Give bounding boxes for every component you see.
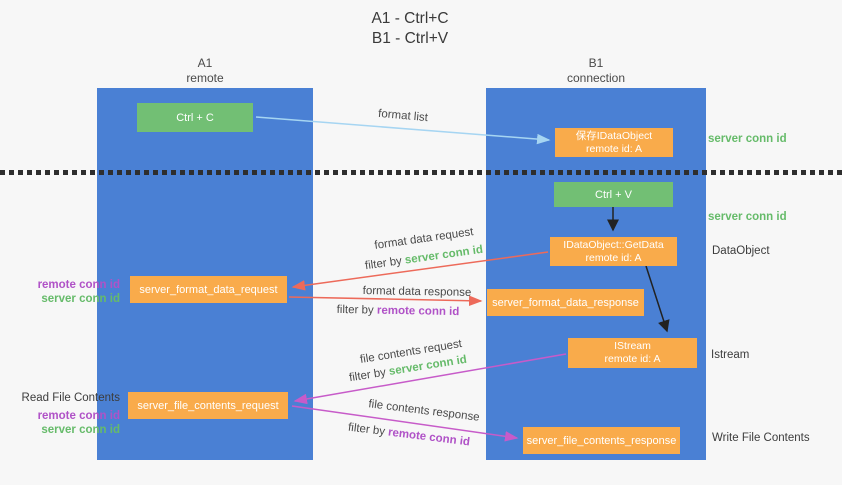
ctrl-c-label: Ctrl + C bbox=[176, 111, 214, 124]
filter-by-text: filter by bbox=[348, 366, 390, 385]
annotation-istream: Istream bbox=[711, 349, 750, 361]
edge-label-filter-by-remote-conn-id-2: filter by remote conn id bbox=[347, 422, 470, 449]
column-a1-subtitle: remote bbox=[186, 71, 224, 85]
server-format-data-response-box: server_format_data_response bbox=[487, 289, 644, 316]
ctrl-v-label: Ctrl + V bbox=[595, 188, 632, 201]
annotation-server-conn-id-1: server conn id bbox=[41, 293, 120, 305]
remote-conn-id-text: remote conn id bbox=[376, 304, 460, 319]
column-b1-title: B1 bbox=[588, 56, 604, 70]
getdata-box: IDataObject::GetData remote id: A bbox=[550, 237, 677, 266]
save-dataobject-line1: 保存IDataObject bbox=[575, 129, 653, 142]
server-conn-id-text: server conn id bbox=[404, 243, 484, 267]
annotation-remote-conn-id-2: remote conn id bbox=[37, 410, 120, 422]
save-dataobject-line2: remote id: A bbox=[585, 142, 643, 155]
server-format-data-response-label: server_format_data_response bbox=[492, 296, 639, 309]
server-format-data-request-label: server_format_data_request bbox=[139, 283, 278, 296]
annotation-read-file-contents: Read File Contents bbox=[21, 392, 120, 404]
annotation-server-conn-id-mid: server conn id bbox=[708, 211, 787, 223]
machine-boundary-dotted-line bbox=[0, 170, 842, 175]
edge-label-format-data-response: format data response bbox=[363, 285, 472, 299]
edge-label-format-list: format list bbox=[378, 108, 429, 124]
server-format-data-request-box: server_format_data_request bbox=[130, 276, 287, 303]
annotation-dataobject: DataObject bbox=[712, 245, 770, 257]
annotation-write-file-contents: Write File Contents bbox=[712, 432, 810, 444]
filter-by-text: filter by bbox=[347, 421, 389, 439]
title-line-2: B1 - Ctrl+V bbox=[371, 30, 449, 47]
edge-label-file-contents-response: file contents response bbox=[368, 398, 481, 424]
save-dataobject-box: 保存IDataObject remote id: A bbox=[555, 128, 673, 157]
filter-by-text: filter by bbox=[336, 303, 378, 317]
filter-by-text: filter by bbox=[364, 254, 406, 273]
getdata-line2: remote id: A bbox=[585, 251, 642, 264]
annotation-server-conn-id-top: server conn id bbox=[708, 133, 787, 145]
getdata-line1: IDataObject::GetData bbox=[563, 238, 664, 251]
ctrl-c-box: Ctrl + C bbox=[137, 103, 253, 132]
server-file-contents-response-box: server_file_contents_response bbox=[523, 427, 680, 454]
edge-label-filter-by-remote-conn-id-1: filter by remote conn id bbox=[337, 304, 460, 318]
title-line-1: A1 - Ctrl+C bbox=[371, 10, 449, 27]
annotation-remote-conn-id-1: remote conn id bbox=[37, 279, 120, 291]
ctrl-v-box: Ctrl + V bbox=[554, 182, 673, 207]
server-file-contents-request-label: server_file_contents_request bbox=[137, 399, 279, 412]
format-list-text: format list bbox=[377, 107, 429, 125]
format-data-response-text: format data response bbox=[362, 285, 472, 299]
column-b1-subtitle: connection bbox=[566, 71, 626, 85]
column-header-b1: B1 connection bbox=[486, 56, 706, 86]
server-file-contents-request-box: server_file_contents_request bbox=[128, 392, 288, 419]
remote-conn-id-text: remote conn id bbox=[387, 426, 471, 449]
istream-box: IStream remote id: A bbox=[568, 338, 697, 368]
file-contents-response-text: file contents response bbox=[367, 398, 481, 424]
diagram-title: A1 - Ctrl+C B1 - Ctrl+V bbox=[0, 9, 820, 49]
annotation-server-conn-id-2: server conn id bbox=[41, 424, 120, 436]
istream-line2: remote id: A bbox=[604, 353, 661, 365]
server-file-contents-response-label: server_file_contents_response bbox=[526, 434, 677, 447]
istream-line1: IStream bbox=[614, 340, 651, 352]
column-a1-title: A1 bbox=[197, 56, 213, 70]
column-header-a1: A1 remote bbox=[97, 56, 313, 86]
